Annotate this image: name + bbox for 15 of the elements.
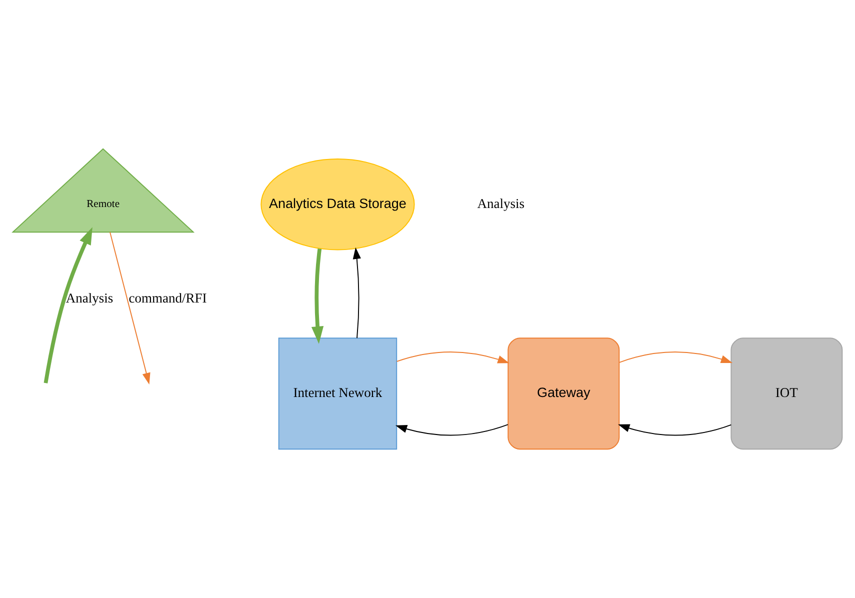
arrow: [311, 248, 324, 344]
node-box: Gateway: [508, 338, 620, 450]
edge-label: Analysis: [66, 290, 114, 306]
label: Analysis: [477, 196, 525, 211]
arrow: [396, 352, 510, 364]
edge-label: command/RFI: [128, 290, 207, 306]
arrow: [110, 232, 150, 384]
arrow: [618, 424, 732, 436]
node-box: Internet Nework: [278, 338, 398, 450]
arrow: [44, 227, 92, 384]
arrow: [352, 247, 361, 339]
node-ellipse: Analytics Data Storage: [260, 158, 415, 250]
node-box: IOT: [730, 338, 843, 450]
arrow: [395, 424, 508, 436]
arrow: [618, 352, 733, 364]
